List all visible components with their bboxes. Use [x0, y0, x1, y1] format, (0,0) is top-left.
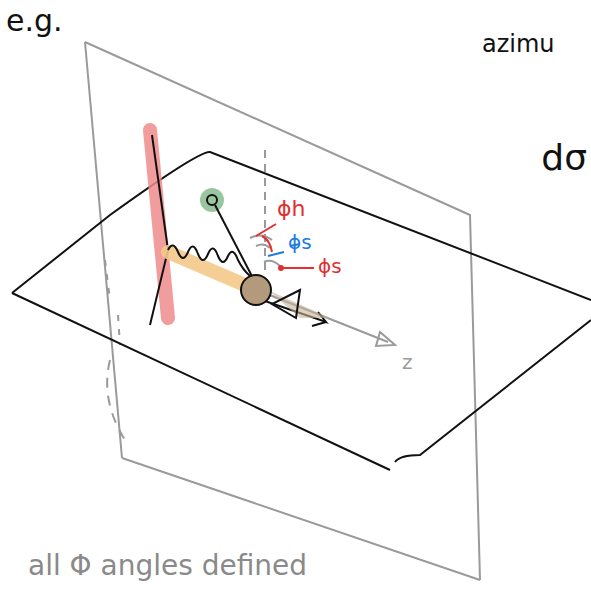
note-text: all Φ angles defined — [28, 552, 307, 580]
hadron-angle: ϕh — [277, 198, 305, 220]
spin-angle: ϕs — [318, 256, 342, 276]
heading-fragment: azimu — [482, 32, 555, 56]
spin-angle: ϕs — [288, 232, 312, 252]
cross-section-symbol: dσ — [541, 140, 587, 176]
axis-label: z — [402, 352, 413, 372]
example-note: e.g. — [6, 6, 63, 36]
